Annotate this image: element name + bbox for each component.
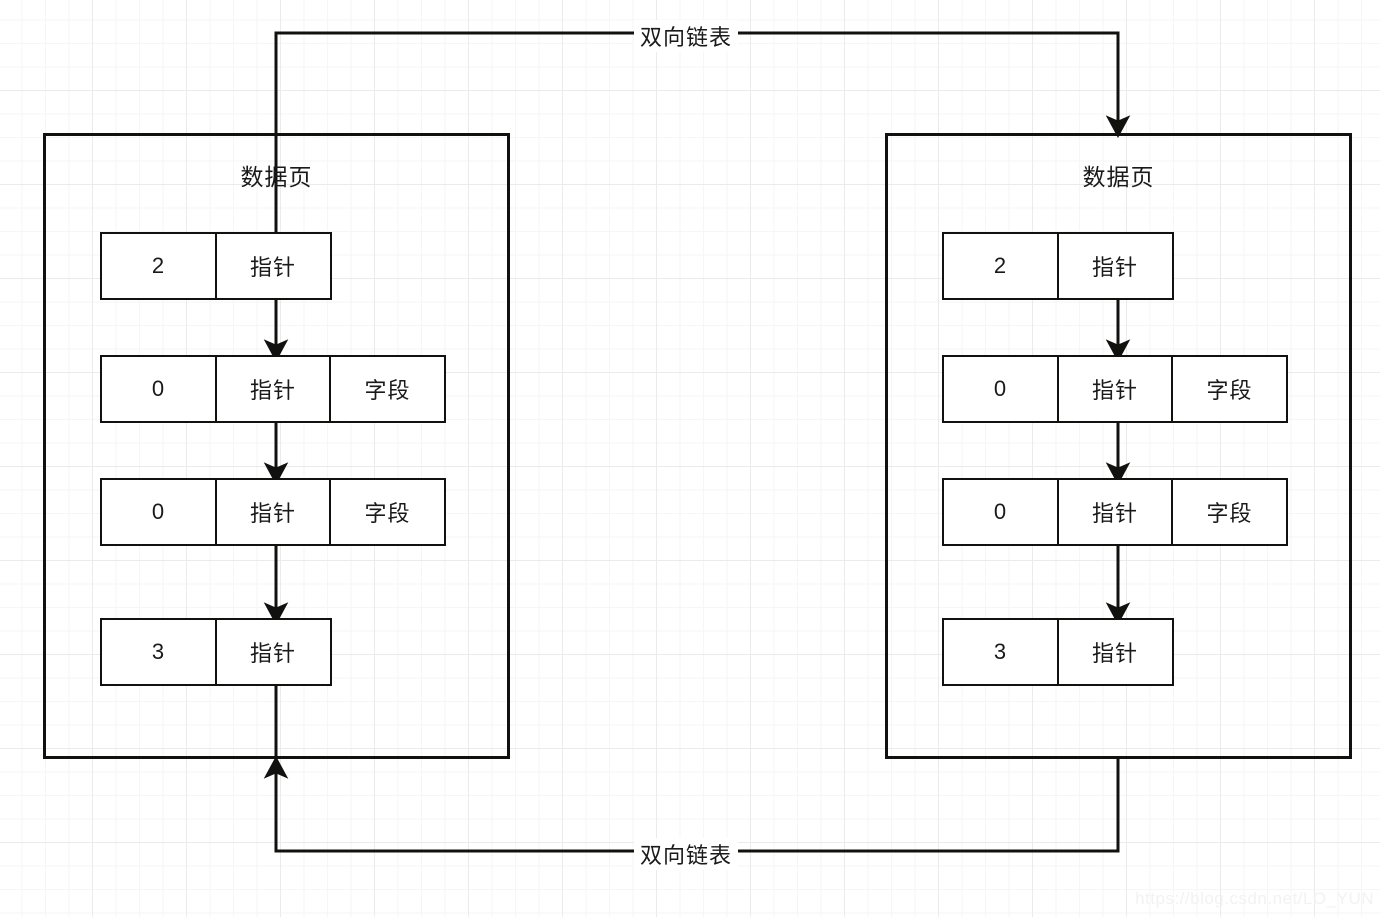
left-record-row-1: 2 指针 (100, 232, 332, 300)
record-cell-pointer: 指针 (214, 478, 332, 546)
left-data-page-title: 数据页 (240, 164, 313, 190)
record-cell-order: 2 (100, 232, 217, 300)
right-record-row-4: 3 指针 (942, 618, 1174, 686)
left-record-row-3: 0 指针 字段 (100, 478, 446, 546)
record-cell-order: 0 (100, 355, 217, 423)
record-cell-pointer: 指针 (214, 232, 332, 300)
right-record-row-1: 2 指针 (942, 232, 1174, 300)
right-data-page-title: 数据页 (1082, 164, 1155, 190)
record-cell-pointer: 指针 (1056, 618, 1174, 686)
record-cell-pointer: 指针 (1056, 478, 1174, 546)
right-record-row-2: 0 指针 字段 (942, 355, 1288, 423)
record-cell-field: 字段 (1171, 478, 1288, 546)
record-cell-field: 字段 (329, 478, 446, 546)
link-label-bottom: 双向链表 (634, 838, 739, 870)
left-record-row-4: 3 指针 (100, 618, 332, 686)
watermark: https://blog.csdn.net/LO_YUN (1135, 889, 1374, 908)
record-cell-pointer: 指针 (214, 355, 332, 423)
record-cell-order: 0 (100, 478, 217, 546)
record-cell-pointer: 指针 (214, 618, 332, 686)
record-cell-order: 3 (100, 618, 217, 686)
right-record-row-3: 0 指针 字段 (942, 478, 1288, 546)
record-cell-field: 字段 (1171, 355, 1288, 423)
left-record-row-2: 0 指针 字段 (100, 355, 446, 423)
record-cell-order: 2 (942, 232, 1059, 300)
record-cell-field: 字段 (329, 355, 446, 423)
record-cell-pointer: 指针 (1056, 355, 1174, 423)
left-data-page: 数据页 2 指针 0 指针 字段 0 指针 字段 3 指针 (43, 133, 510, 759)
link-label-top: 双向链表 (634, 20, 739, 52)
record-cell-pointer: 指针 (1056, 232, 1174, 300)
right-data-page: 数据页 2 指针 0 指针 字段 0 指针 字段 3 指针 (885, 133, 1352, 759)
record-cell-order: 0 (942, 355, 1059, 423)
record-cell-order: 0 (942, 478, 1059, 546)
record-cell-order: 3 (942, 618, 1059, 686)
